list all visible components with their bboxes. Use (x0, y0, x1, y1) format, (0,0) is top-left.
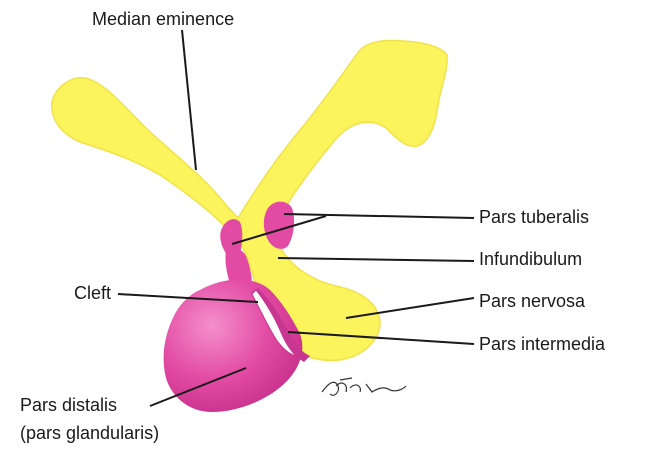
leader-median-eminence (182, 30, 196, 170)
label-cleft: Cleft (74, 284, 111, 302)
label-infundibulum: Infundibulum (479, 250, 582, 268)
artist-signature (322, 378, 406, 395)
label-pars-intermedia: Pars intermedia (479, 335, 605, 353)
label-pars-nervosa: Pars nervosa (479, 292, 585, 310)
leader-pars-tuberalis (284, 214, 474, 218)
label-pars-tuberalis: Pars tuberalis (479, 208, 589, 226)
label-pars-glandularis: (pars glandularis) (20, 424, 159, 442)
leader-infundibulum (278, 258, 474, 261)
label-pars-distalis: Pars distalis (20, 396, 117, 414)
label-median-eminence: Median eminence (92, 10, 234, 28)
